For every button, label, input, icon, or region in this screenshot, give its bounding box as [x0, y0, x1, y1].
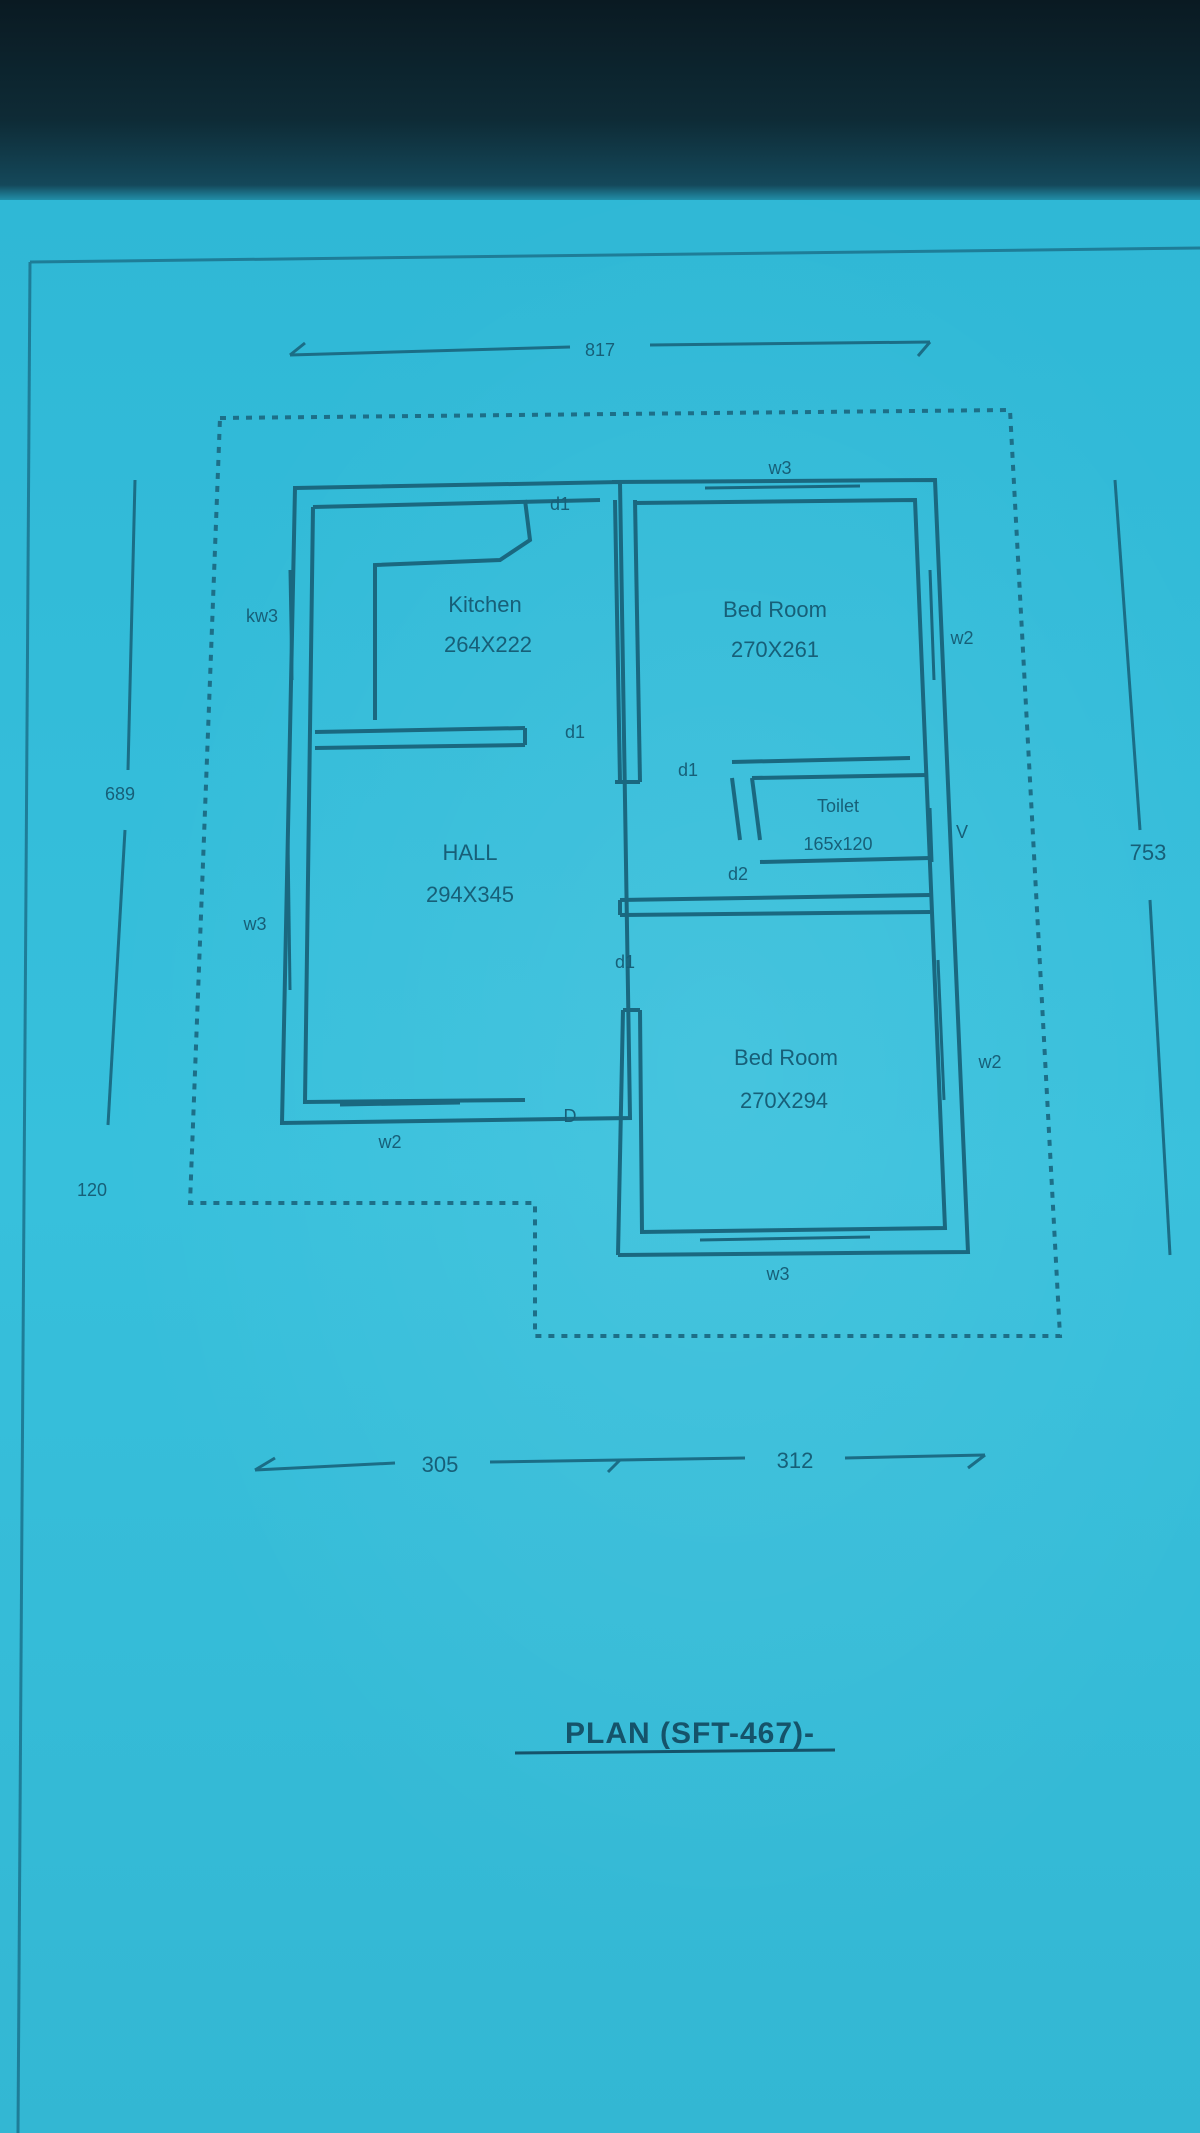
bedroom-bottom-name: Bed Room — [734, 1045, 838, 1070]
tag-w2-right-top: w2 — [949, 628, 973, 648]
kitchen-size: 264X222 — [444, 632, 532, 657]
tag-w3-left: w3 — [242, 914, 266, 934]
sheet-border-left — [16, 261, 32, 2133]
bedroom-top-name: Bed Room — [723, 597, 827, 622]
tag-d2: d2 — [728, 864, 748, 884]
tag-d1-d: d1 — [615, 952, 635, 972]
dim-left-lower-label: 120 — [77, 1180, 107, 1200]
sheet-border — [29, 246, 1200, 264]
tag-w2-bottom-hall: w2 — [377, 1132, 401, 1152]
tag-w3-top: w3 — [767, 458, 791, 478]
toilet-size: 165x120 — [803, 834, 872, 854]
bedroom-top-size: 270X261 — [731, 637, 819, 662]
plot-boundary — [187, 407, 1063, 1338]
plan-title: PLAN (SFT-467)- — [565, 1717, 815, 1750]
kitchen-name: Kitchen — [448, 592, 521, 617]
tag-main-door: D — [564, 1106, 577, 1126]
bedroom-bottom-size: 270X294 — [740, 1088, 828, 1113]
dim-top-label: 817 — [585, 340, 615, 360]
tag-d1-b: d1 — [565, 722, 585, 742]
tag-kw3: kw3 — [246, 606, 278, 626]
hall-size: 294X345 — [426, 882, 514, 907]
tag-w2-right-bottom: w2 — [977, 1052, 1001, 1072]
dim-left-upper-label: 689 — [105, 784, 135, 804]
tag-d1-c: d1 — [678, 760, 698, 780]
paper-sheet — [0, 200, 1200, 2133]
dim-bottom-left-label: 305 — [422, 1452, 459, 1477]
dimension-lines — [106, 340, 1172, 1474]
tag-d1-a: d1 — [550, 494, 570, 514]
window-marks — [286, 484, 946, 1242]
tag-ventilator: V — [956, 822, 968, 842]
dim-bottom-right-label: 312 — [777, 1448, 814, 1473]
tag-w3-bottom: w3 — [765, 1264, 789, 1284]
walls — [279, 477, 971, 1257]
dim-right-label: 753 — [1130, 840, 1167, 865]
hall-name: HALL — [442, 840, 497, 865]
title-underline — [514, 1748, 836, 1755]
toilet-name: Toilet — [817, 796, 859, 816]
